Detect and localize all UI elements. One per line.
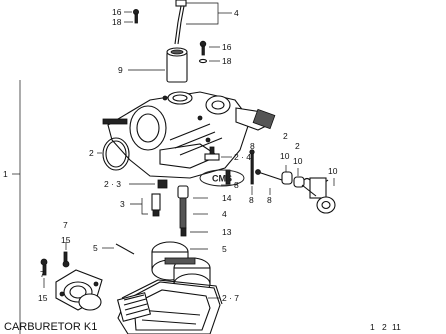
carburetor-body	[107, 91, 276, 179]
part-2-7-bowl-gasket	[121, 279, 223, 305]
label-7-left: 7	[63, 220, 68, 230]
part-2-gasket-ring	[102, 137, 130, 171]
part-2-4-jet	[204, 146, 220, 161]
part-8-screw-vertical	[249, 149, 255, 185]
part-16-screw-top	[132, 8, 139, 24]
label-11-bottom: 11	[392, 322, 401, 332]
part-4-cap	[174, 0, 187, 45]
label-4-center: 4	[222, 209, 227, 219]
part-5-float	[151, 241, 211, 295]
part-5-float-pin	[115, 243, 135, 255]
part-14-emulsion-tube	[177, 185, 189, 229]
label-8-center: 8	[234, 180, 239, 190]
label-18-top: 18	[112, 17, 122, 27]
label-2-4: 2 · 4	[234, 152, 251, 162]
label-8-bottom-b: 8	[267, 195, 272, 205]
callout-labels: 16 18 4 16 18 9 1 2 8 2 10 2 10 10 2 · 4…	[3, 7, 401, 332]
assembly-bracket	[12, 80, 21, 334]
part-16-screw-right	[198, 40, 208, 64]
label-2-7: 2 · 7	[222, 293, 239, 303]
label-10-right-a: 10	[280, 151, 290, 161]
label-2-right-a: 2	[283, 131, 288, 141]
label-8-top: 8	[250, 141, 255, 151]
part-15-drain-screw	[40, 258, 48, 276]
label-2-3: 2 · 3	[104, 179, 121, 189]
label-15-left: 15	[61, 235, 71, 245]
part-10-idle-spring	[281, 171, 329, 188]
cms-watermark-stamp: CMS	[199, 169, 245, 187]
label-2-right-b: 2	[295, 141, 300, 151]
cms-stamp-text: CMS	[212, 174, 232, 184]
label-10-far-right: 10	[328, 166, 338, 176]
part-10-idle-screw	[301, 177, 336, 214]
part-8-screw-diagonal	[255, 169, 283, 181]
label-18-right: 18	[222, 56, 232, 66]
stud-left	[102, 118, 128, 125]
label-1-bracket: 1	[3, 169, 8, 179]
part-9-throttle-slide	[166, 47, 188, 83]
label-4-top: 4	[234, 8, 239, 18]
label-7-bottom: 7	[40, 269, 45, 279]
label-13: 13	[222, 227, 232, 237]
part-2-3-main-jet	[157, 179, 168, 189]
label-1-bottom: 1	[370, 322, 375, 332]
diagram-caption: CARBURETOR K1	[4, 321, 97, 333]
part-filter-screen	[116, 292, 152, 322]
label-8-bottom-a: 8	[249, 195, 254, 205]
label-2-bottom: 2	[382, 322, 387, 332]
part-gasket-o-ring	[78, 293, 102, 311]
label-10-right-b: 10	[293, 156, 303, 166]
label-15-bottom: 15	[38, 293, 48, 303]
label-5-pin: 5	[93, 243, 98, 253]
label-16-right: 16	[222, 42, 232, 52]
part-3-needle-jet	[151, 193, 161, 217]
label-3: 3	[120, 199, 125, 209]
part-13-float-needle	[180, 227, 187, 237]
label-2-gasket: 2	[89, 148, 94, 158]
label-16-top: 16	[112, 7, 122, 17]
label-5-float: 5	[222, 244, 227, 254]
part-7-screw-upper	[62, 251, 70, 268]
label-9: 9	[118, 65, 123, 75]
label-14: 14	[222, 193, 232, 203]
